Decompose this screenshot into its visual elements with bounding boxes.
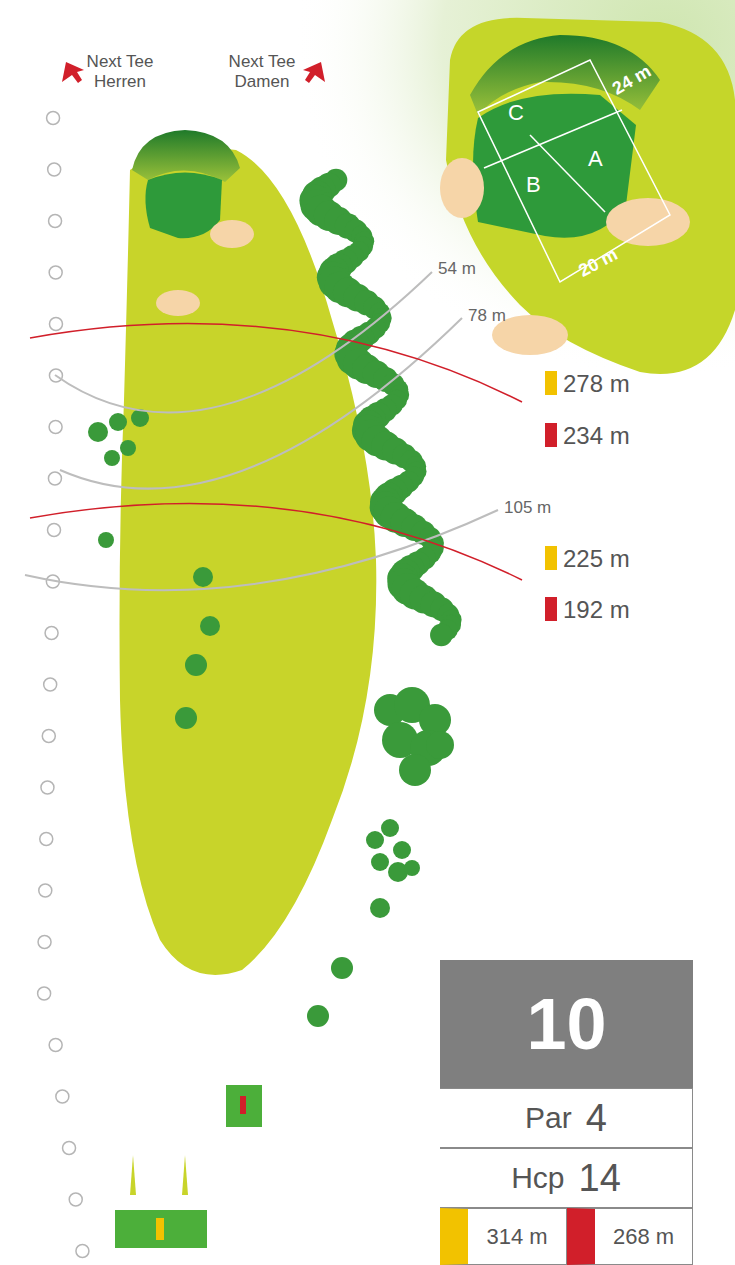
fairway xyxy=(120,148,377,975)
next-tee-arrow xyxy=(303,62,325,83)
card-text: Par xyxy=(525,1101,572,1135)
yellow-length-box: 314 m xyxy=(440,1208,567,1265)
boundary-post xyxy=(63,1142,76,1155)
section-line xyxy=(530,135,605,212)
boundary-posts xyxy=(38,112,89,1258)
yellow-tee xyxy=(115,1210,207,1248)
tree xyxy=(430,624,452,646)
boundary-post xyxy=(40,833,53,846)
tree xyxy=(104,450,120,466)
bunker xyxy=(156,290,200,316)
card-value: 4 xyxy=(586,1097,607,1140)
tree xyxy=(381,819,399,837)
next-tee-label: Next Tee Damen xyxy=(222,52,302,91)
tree xyxy=(193,567,213,587)
red-length-box: 268 m xyxy=(567,1208,693,1265)
distance-arc xyxy=(60,318,462,489)
tee-distance: 192 m xyxy=(563,596,630,624)
inset-fairway xyxy=(446,18,735,374)
next-tee-arrow xyxy=(62,62,84,83)
boundary-post xyxy=(39,884,52,897)
yellow-marker xyxy=(545,371,557,395)
yellow-marker xyxy=(545,546,557,570)
tree xyxy=(371,853,389,871)
tee-distance: 234 m xyxy=(563,422,630,450)
tree xyxy=(175,707,197,729)
red-marker xyxy=(545,423,557,447)
boundary-post xyxy=(49,215,62,228)
bunker xyxy=(210,220,254,248)
inset-wash xyxy=(270,0,735,420)
boundary-post xyxy=(48,524,61,537)
tree xyxy=(200,616,220,636)
distance-to-green: 54 m xyxy=(438,259,476,279)
green-dimension-box xyxy=(478,60,670,282)
par-box: Par 4 xyxy=(440,1088,693,1148)
green-section: B xyxy=(526,172,541,197)
boundary-post xyxy=(44,678,57,691)
red-marker xyxy=(545,597,557,621)
next-tee-label: Next Tee Herren xyxy=(80,52,160,91)
red-tee-marker xyxy=(240,1096,246,1114)
boundary-post xyxy=(38,987,51,1000)
distance-arc xyxy=(55,272,432,412)
boundary-post xyxy=(45,627,58,640)
card-value: 14 xyxy=(579,1157,621,1200)
distance-to-green: 78 m xyxy=(468,306,506,326)
tee-distance: 278 m xyxy=(563,370,630,398)
tree xyxy=(404,860,420,876)
tee-distance-arc xyxy=(30,503,522,580)
hole-number-box: 10 xyxy=(440,960,693,1088)
green-section: A xyxy=(588,146,603,171)
tree xyxy=(88,422,108,442)
boundary-post xyxy=(47,112,60,125)
boundary-post xyxy=(69,1193,82,1206)
handicap-box: Hcp 14 xyxy=(440,1148,693,1208)
tree xyxy=(331,957,353,979)
tree xyxy=(366,831,384,849)
boundary-post xyxy=(41,781,54,794)
boundary-post xyxy=(56,1090,69,1103)
boundary-post xyxy=(49,266,62,279)
boundary-post xyxy=(49,421,62,434)
distance-arc xyxy=(25,510,498,590)
tree xyxy=(370,898,390,918)
tree xyxy=(426,731,454,759)
green-section: C xyxy=(508,100,524,125)
card-text: Hcp xyxy=(511,1161,564,1195)
boundary-post xyxy=(49,1039,62,1052)
red-tee xyxy=(226,1085,262,1127)
boundary-post xyxy=(48,163,61,176)
tree xyxy=(307,1005,329,1027)
tee-marker-fan xyxy=(130,1155,136,1195)
green xyxy=(145,173,222,239)
card-text: 10 xyxy=(526,983,606,1065)
tree xyxy=(185,654,207,676)
tree xyxy=(393,841,411,859)
tee-distance-arc xyxy=(30,324,522,402)
tree xyxy=(109,413,127,431)
tree xyxy=(399,754,431,786)
tee-distance: 225 m xyxy=(563,545,630,573)
tee-marker-fan xyxy=(182,1155,188,1195)
card-text: 268 m xyxy=(613,1224,674,1250)
bunker xyxy=(440,158,484,218)
boundary-post xyxy=(76,1245,89,1258)
distance-to-green: 105 m xyxy=(504,498,551,518)
tree xyxy=(120,440,136,456)
bunker xyxy=(606,198,690,246)
tree xyxy=(98,532,114,548)
yellow-tee-marker xyxy=(156,1218,164,1240)
boundary-post xyxy=(49,318,62,331)
card-text: 314 m xyxy=(486,1224,547,1250)
boundary-post xyxy=(42,730,55,743)
boundary-post xyxy=(48,472,61,485)
boundary-post xyxy=(38,936,51,949)
